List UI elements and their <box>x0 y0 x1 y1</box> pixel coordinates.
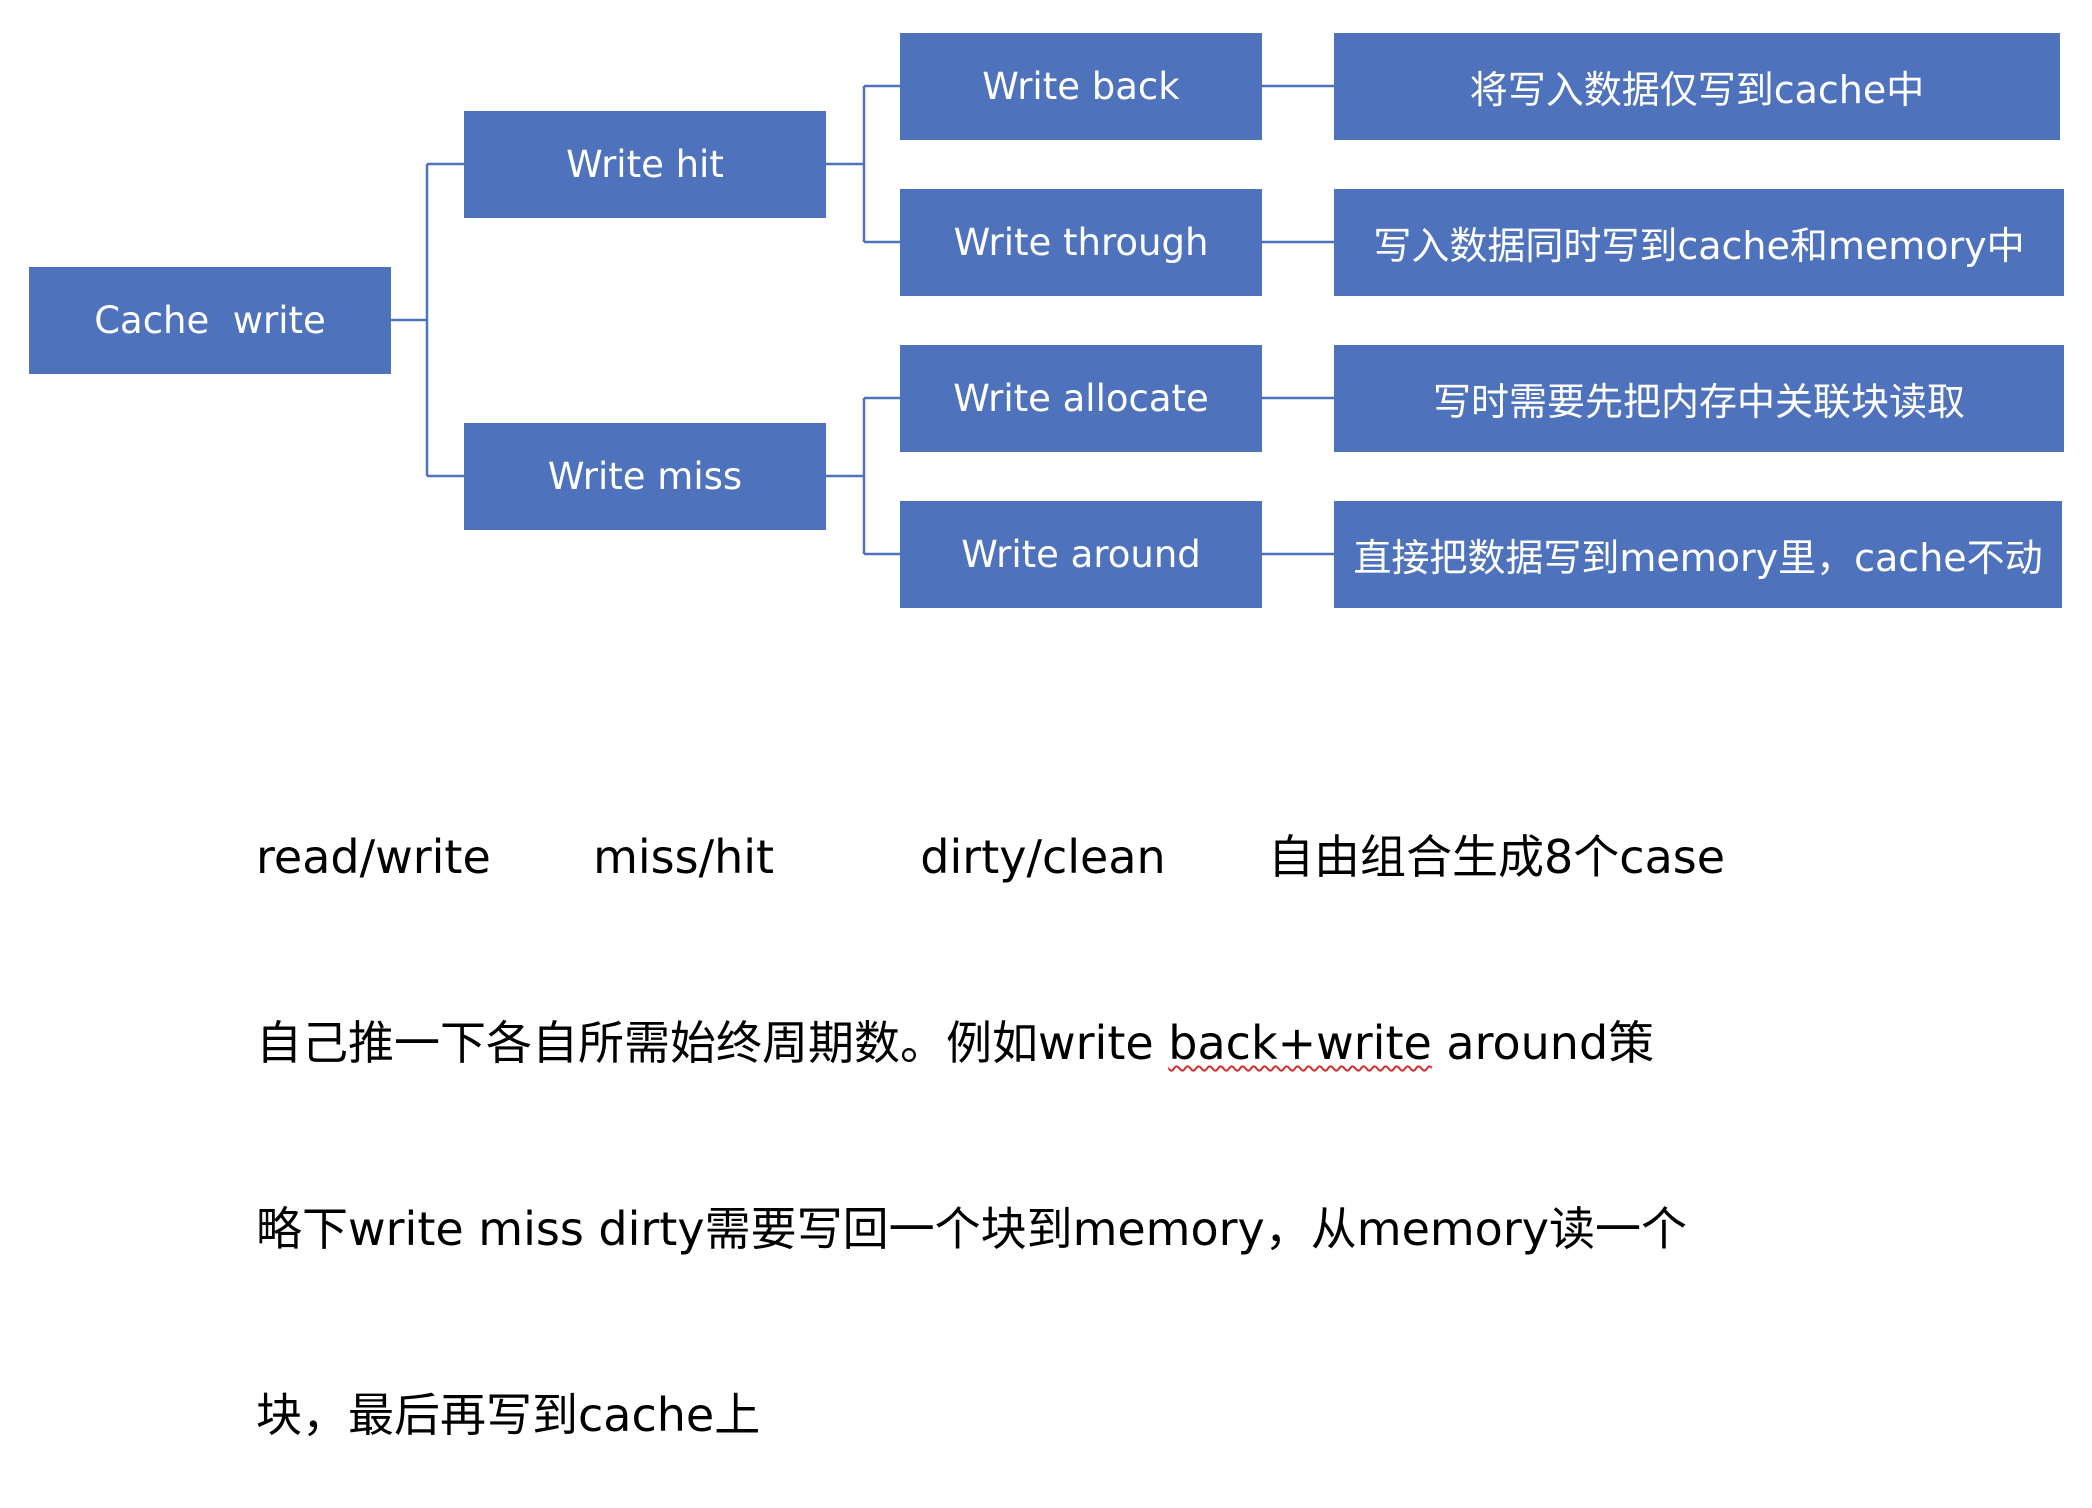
desc-node-write-back: 将写入数据仅写到cache中 <box>1334 33 2060 140</box>
policy-node-write-around: Write around <box>900 501 1262 608</box>
root-node-label: Cache write <box>94 299 326 342</box>
branch-node-write-hit: Write hit <box>464 111 826 218</box>
branch-node-write-hit-label: Write hit <box>566 143 724 186</box>
note-line-1: read/write miss/hit dirty/clean 自由组合生成8个… <box>256 830 1726 884</box>
note-line-2: 自己推一下各自所需始终周期数。例如write back+write around… <box>256 1012 1725 1074</box>
connector-hit-to-policies <box>826 84 900 244</box>
desc-write-back-text: 将写入数据仅写到cache中 <box>1469 68 1925 112</box>
policy-node-write-allocate: Write allocate <box>900 345 1262 452</box>
root-node-cache-write: Cache write <box>29 267 391 374</box>
branch-node-write-miss-label: Write miss <box>547 455 743 498</box>
note-line-2-spellcheck-word: back+write <box>1168 1016 1432 1070</box>
policy-write-through-label: Write through <box>953 221 1209 264</box>
desc-write-through-text: 写入数据同时写到cache和memory中 <box>1373 224 2025 268</box>
note-line-2-start: 自己推一下各自所需始终周期数。例如write <box>256 1016 1169 1070</box>
policy-write-around-label: Write around <box>961 533 1201 576</box>
policy-node-write-through: Write through <box>900 189 1262 296</box>
note-line-3: 略下write miss dirty需要写回一个块到memory，从memory… <box>256 1202 1687 1256</box>
desc-node-write-through: 写入数据同时写到cache和memory中 <box>1334 189 2064 296</box>
desc-node-write-allocate: 写时需要先把内存中关联块读取 <box>1334 345 2064 452</box>
connector-policies-to-descriptions <box>1262 84 1334 556</box>
desc-write-allocate-text: 写时需要先把内存中关联块读取 <box>1432 380 1965 424</box>
connector-root-to-branches <box>391 162 464 478</box>
desc-node-write-around: 直接把数据写到memory里，cache不动 <box>1334 501 2062 608</box>
branch-node-write-miss: Write miss <box>464 423 826 530</box>
desc-write-around-text: 直接把数据写到memory里，cache不动 <box>1353 536 2043 580</box>
policy-write-allocate-label: Write allocate <box>953 377 1209 420</box>
tree-connectors <box>391 84 1334 556</box>
explanation-note: read/write miss/hit dirty/clean 自由组合生成8个… <box>256 702 1725 1508</box>
policy-node-write-back: Write back <box>900 33 1262 140</box>
connector-miss-to-policies <box>826 396 900 556</box>
note-line-4: 块，最后再写到cache上 <box>256 1388 761 1442</box>
policy-write-back-label: Write back <box>982 65 1180 108</box>
note-line-2-end: around策 <box>1431 1016 1655 1070</box>
